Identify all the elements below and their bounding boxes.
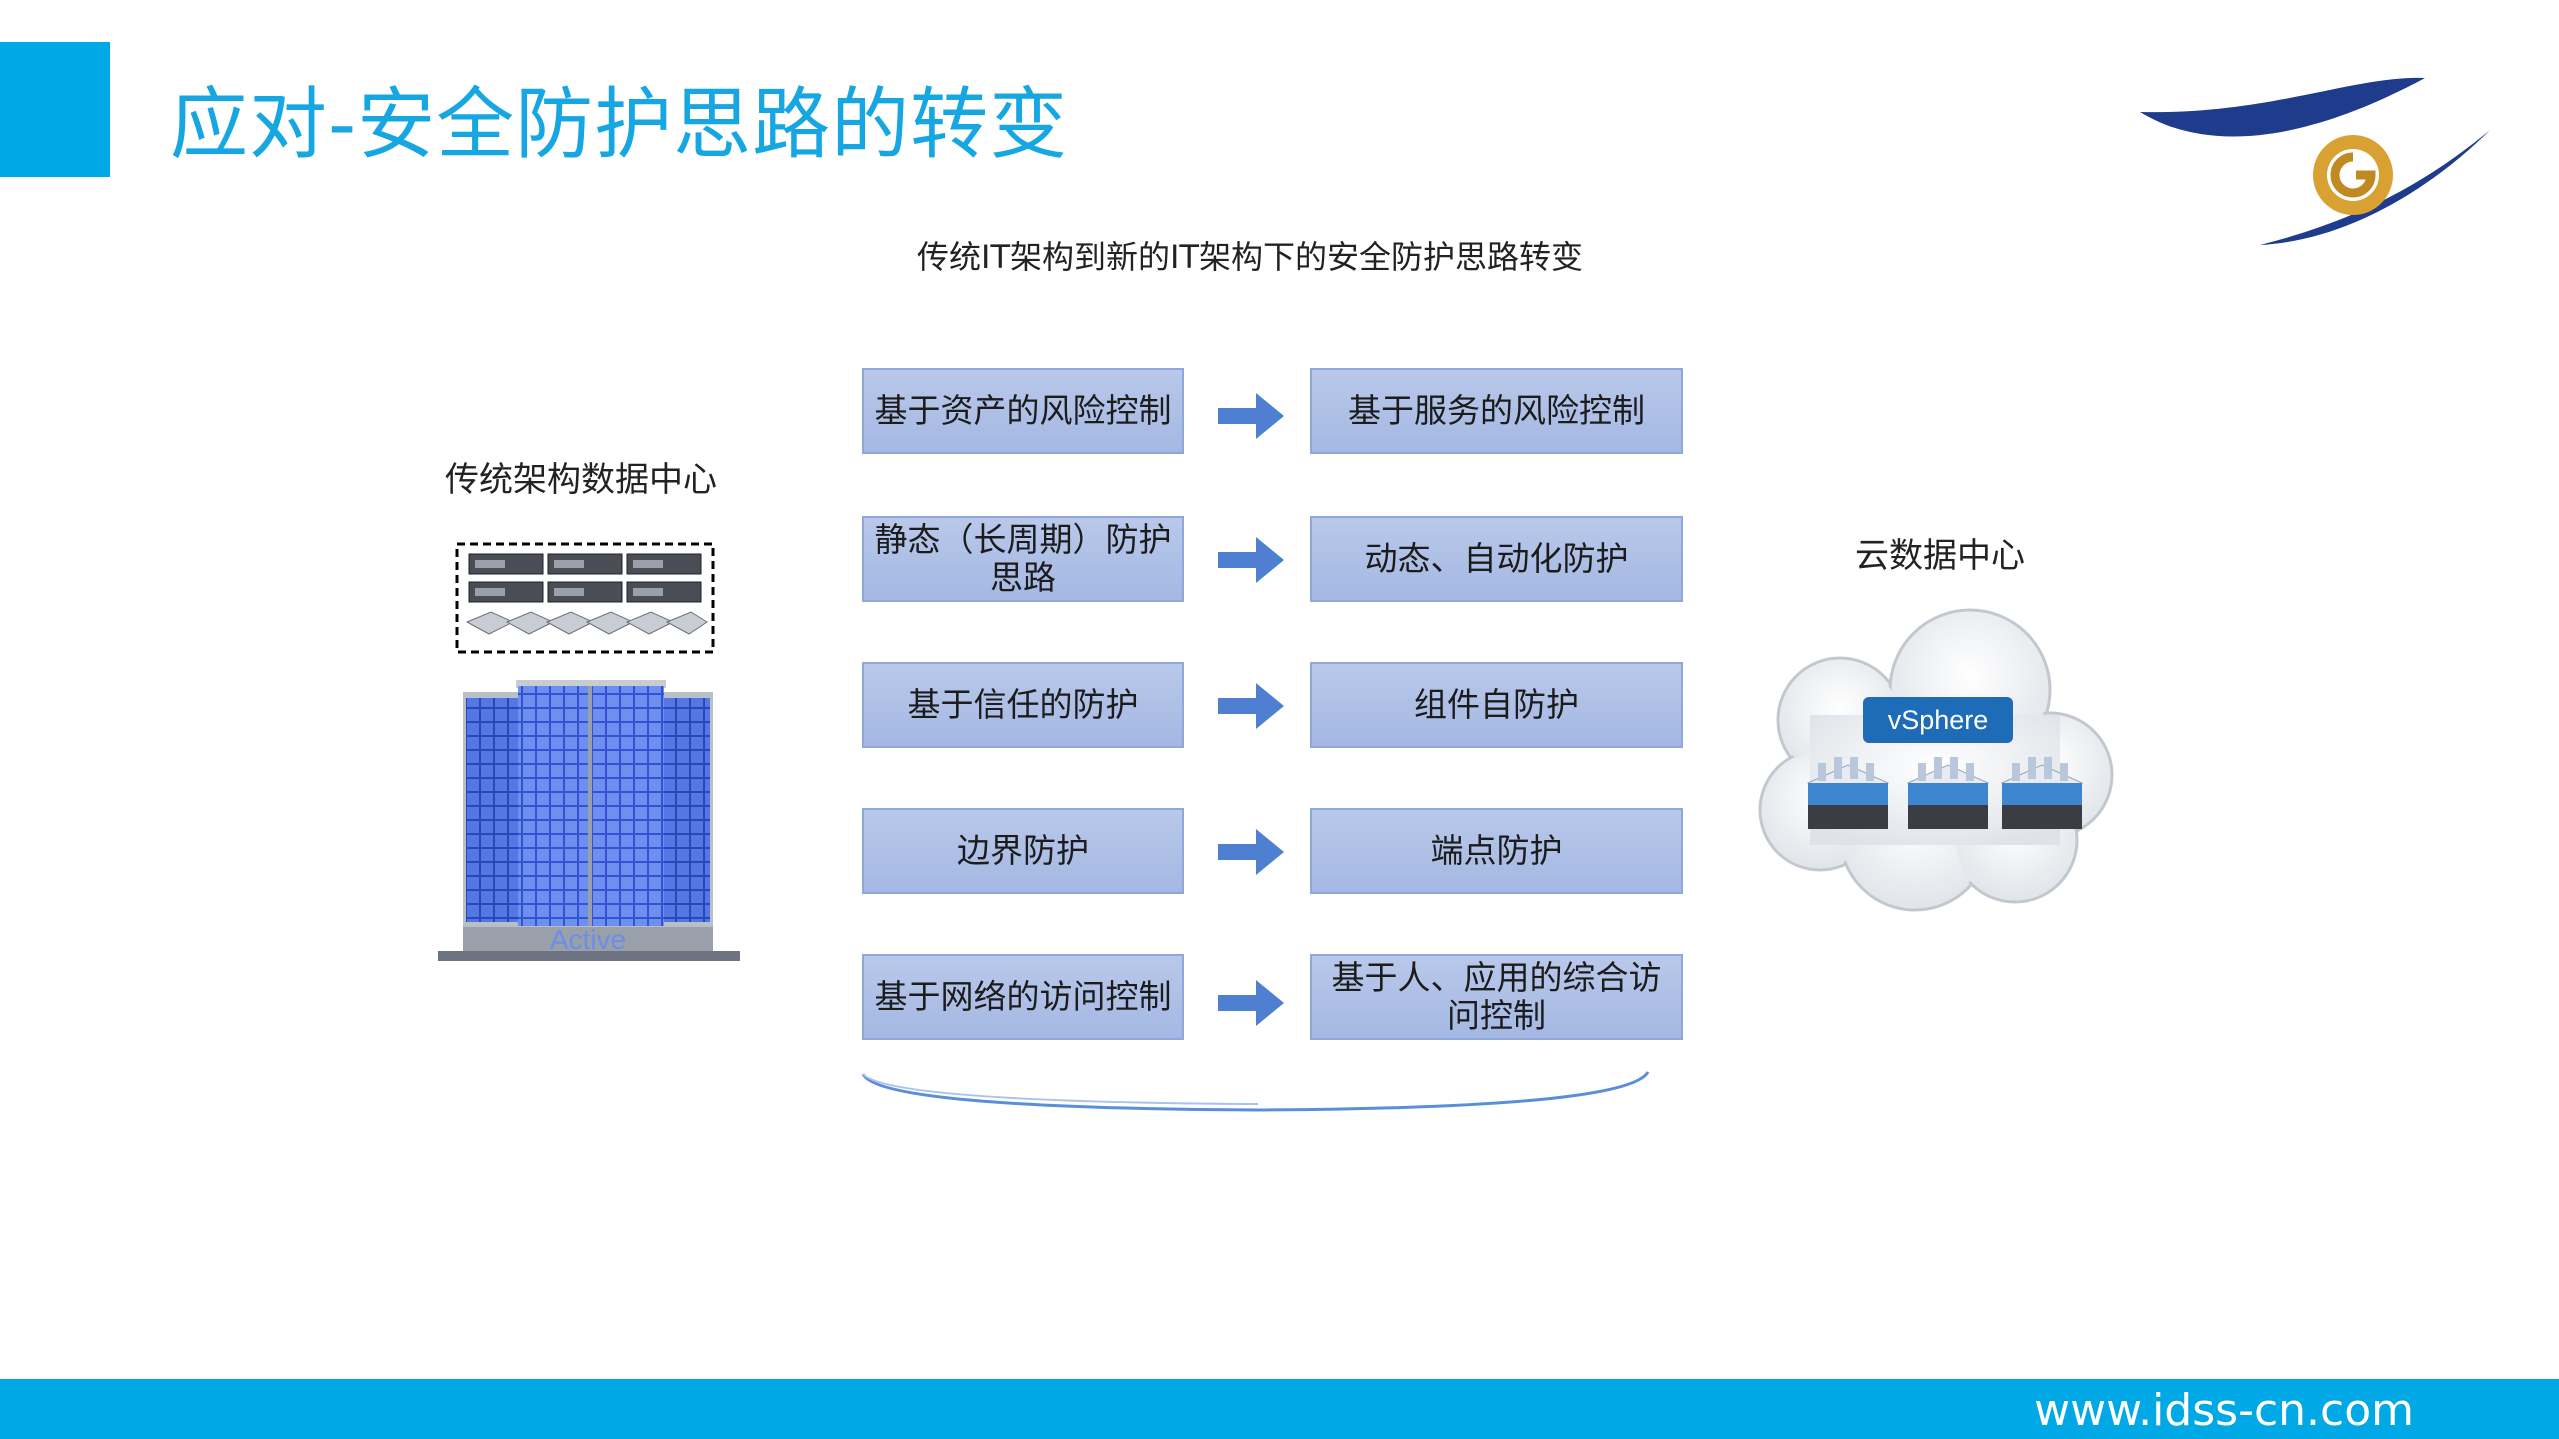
right-arrow-icon [1218, 980, 1284, 1026]
row-4-from-box: 边界防护 [862, 808, 1184, 894]
row-2-from-box: 静态（长周期）防护思路 [862, 516, 1184, 602]
row-3-to-box: 组件自防护 [1310, 662, 1683, 748]
row-5-to-box: 基于人、应用的综合访问控制 [1310, 954, 1683, 1040]
footer-bar: www.idss-cn.com [0, 1379, 2559, 1439]
cloud-dc-label: 云数据中心 [1855, 536, 2025, 576]
row-4-to-box: 端点防护 [1310, 808, 1683, 894]
cloud-icon: vSphere [1758, 608, 2114, 912]
website-link[interactable]: www.idss-cn.com [2034, 1385, 2414, 1436]
row-1-to-box: 基于服务的风险控制 [1310, 368, 1683, 454]
title-accent-bar [0, 42, 110, 177]
row-1-from-box: 基于资产的风险控制 [862, 368, 1184, 454]
building-label: Active [550, 924, 626, 955]
right-arrow-icon [1218, 683, 1284, 729]
right-arrow-icon [1218, 393, 1284, 439]
row-2-to-box: 动态、自动化防护 [1310, 516, 1683, 602]
vsphere-badge: vSphere [1888, 705, 1989, 735]
company-logo-icon [2140, 77, 2490, 245]
right-arrow-icon [1218, 829, 1284, 875]
bottom-brace [861, 1071, 1650, 1112]
row-5-from-box: 基于网络的访问控制 [862, 954, 1184, 1040]
traditional-dc-label: 传统架构数据中心 [445, 460, 717, 500]
diagram-subtitle: 传统IT架构到新的IT架构下的安全防护思路转变 [917, 238, 1583, 276]
server-rack-icon [455, 542, 715, 654]
building-icon: Active [438, 680, 740, 961]
right-arrow-icon [1218, 537, 1284, 583]
page-title: 应对-安全防护思路的转变 [170, 80, 1069, 170]
row-3-from-box: 基于信任的防护 [862, 662, 1184, 748]
